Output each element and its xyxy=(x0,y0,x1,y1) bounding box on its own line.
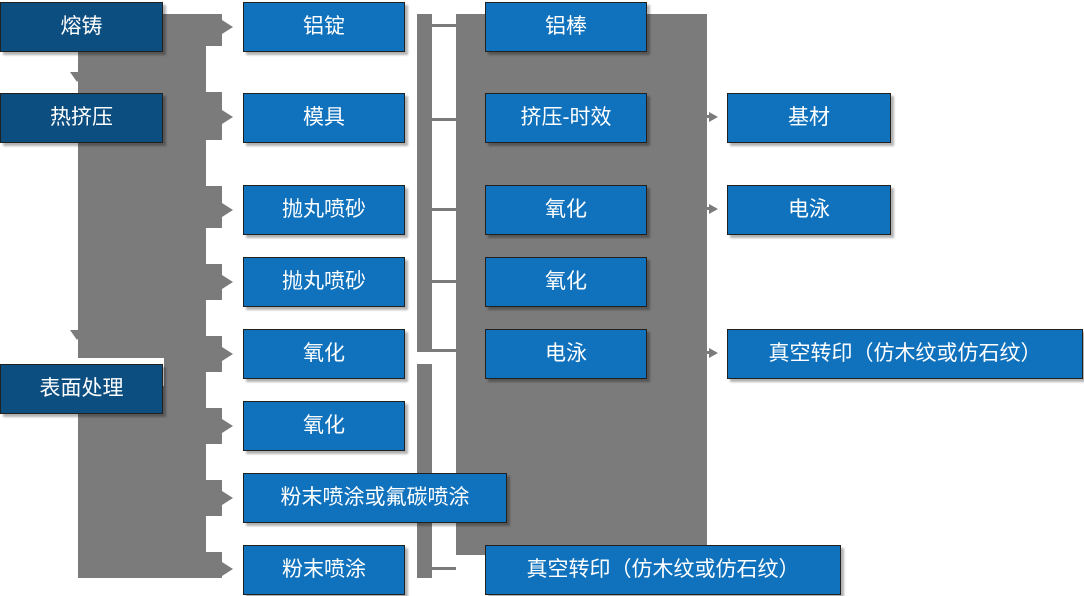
arrow-to-vacuum-transfer-2 xyxy=(709,348,718,358)
arrow-shaft-electrophoresis-2 xyxy=(700,207,712,210)
node-label: 氧化 xyxy=(303,342,345,366)
node-aluminum-ingot[interactable]: 铝锭 xyxy=(243,2,405,52)
node-label: 抛丸喷砂 xyxy=(282,198,366,222)
arrow-to-powder-coating xyxy=(222,562,233,576)
arrow-to-substrate xyxy=(709,112,718,122)
arrow-to-oxidation-2 xyxy=(222,419,233,433)
trunk-right-gap-6 xyxy=(206,444,226,480)
node-label: 真空转印（仿木纹或仿石纹） xyxy=(526,558,800,582)
node-label: 电泳 xyxy=(788,198,830,222)
trunk-right-gap-3 xyxy=(206,228,226,264)
node-oxidation-2[interactable]: 氧化 xyxy=(243,401,405,451)
node-label: 电泳 xyxy=(545,342,587,366)
node-aluminum-bar[interactable]: 铝棒 xyxy=(485,2,647,52)
trunk-right-gap-1 xyxy=(206,46,226,92)
trunk-right-gap-4 xyxy=(206,300,226,336)
trunk-right-gap-7 xyxy=(206,516,226,552)
node-label: 熔铸 xyxy=(60,15,103,39)
arrow-to-powder-or-fluorocarbon xyxy=(222,491,233,505)
arrow-shaft-substrate xyxy=(700,115,712,118)
node-powder-or-fluorocarbon[interactable]: 粉末喷涂或氟碳喷涂 xyxy=(243,473,507,523)
tick-mid-2 xyxy=(432,208,456,211)
node-oxidation-3[interactable]: 氧化 xyxy=(485,185,647,235)
node-label: 模具 xyxy=(303,106,345,130)
arrow-to-electrophoresis-2 xyxy=(709,204,718,214)
tick-mid-top xyxy=(432,24,456,27)
node-label: 氧化 xyxy=(545,198,587,222)
arrow-down-to-surface-treatment xyxy=(70,330,84,340)
node-oxidation-4[interactable]: 氧化 xyxy=(485,257,647,307)
tick-mid-5 xyxy=(432,567,456,570)
node-label: 铝锭 xyxy=(303,15,345,39)
node-electrophoresis-2[interactable]: 电泳 xyxy=(727,185,891,235)
node-electrophoresis-1[interactable]: 电泳 xyxy=(485,329,647,379)
arrow-down-to-hot-extrusion xyxy=(70,72,84,82)
node-extrusion-aging[interactable]: 挤压-时效 xyxy=(485,93,647,143)
arrow-to-shot-blasting-2 xyxy=(222,275,233,289)
node-melt-cast[interactable]: 熔铸 xyxy=(0,2,163,52)
arrow-to-mold xyxy=(222,110,233,124)
node-label: 真空转印（仿木纹或仿石纹） xyxy=(768,342,1042,366)
gray-bracket-mid-left-bar-lower xyxy=(417,364,432,578)
node-vacuum-transfer-2[interactable]: 真空转印（仿木纹或仿石纹） xyxy=(727,329,1083,379)
node-label: 抛丸喷砂 xyxy=(282,270,366,294)
gray-bracket-left-upper-cut xyxy=(0,0,78,596)
arrow-shaft-vacuum-transfer-2 xyxy=(700,351,712,354)
node-label: 粉末喷涂 xyxy=(282,558,366,582)
node-label: 氧化 xyxy=(545,270,587,294)
node-label: 氧化 xyxy=(303,414,345,438)
node-shot-blasting-1[interactable]: 抛丸喷砂 xyxy=(243,185,405,235)
node-hot-extrusion[interactable]: 热挤压 xyxy=(0,93,163,143)
node-label: 热挤压 xyxy=(50,106,113,130)
arrow-to-aluminum-ingot xyxy=(222,20,233,34)
node-vacuum-transfer-1[interactable]: 真空转印（仿木纹或仿石纹） xyxy=(485,545,841,595)
node-surface-treatment[interactable]: 表面处理 xyxy=(0,364,163,414)
arrow-to-shot-blasting-1 xyxy=(222,203,233,217)
node-oxidation-1[interactable]: 氧化 xyxy=(243,329,405,379)
node-label: 挤压-时效 xyxy=(520,106,612,130)
gray-bracket-mid-left-bar xyxy=(417,14,432,352)
trunk-right-gap-2 xyxy=(206,140,226,186)
node-mold[interactable]: 模具 xyxy=(243,93,405,143)
node-substrate[interactable]: 基材 xyxy=(727,93,891,143)
connector-surface-treatment xyxy=(163,389,183,392)
arrow-to-oxidation-1 xyxy=(222,347,233,361)
node-label: 基材 xyxy=(788,106,830,130)
node-shot-blasting-2[interactable]: 抛丸喷砂 xyxy=(243,257,405,307)
node-label: 粉末喷涂或氟碳喷涂 xyxy=(280,486,470,510)
tick-mid-1 xyxy=(432,118,456,121)
node-label: 表面处理 xyxy=(39,377,124,401)
tick-mid-3 xyxy=(432,280,456,283)
tick-mid-4 xyxy=(432,349,456,352)
trunk-right-gap-5 xyxy=(206,372,226,408)
node-label: 铝棒 xyxy=(545,15,587,39)
node-powder-coating[interactable]: 粉末喷涂 xyxy=(243,545,405,595)
